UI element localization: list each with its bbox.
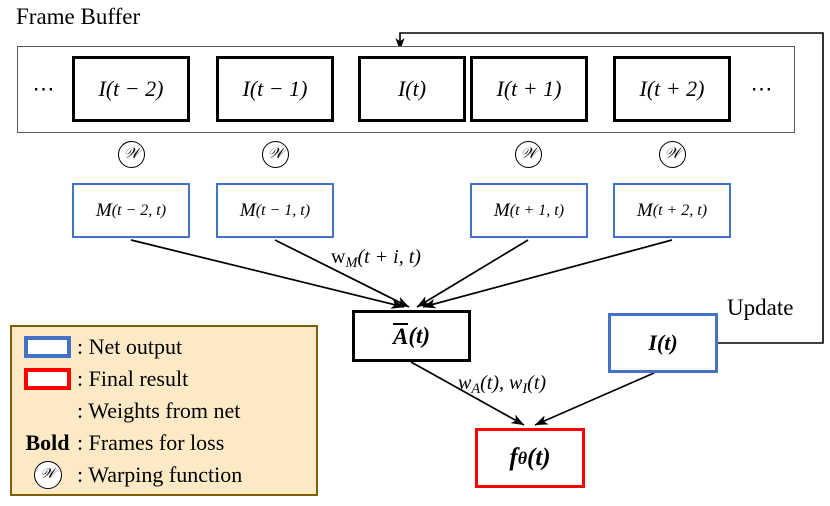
legend-key-final-result (19, 368, 76, 390)
frame-buffer-leading-ellipsis: ⋯ (32, 76, 56, 101)
legend-key-warping: 𝒲 (19, 461, 76, 489)
bold-label-swatch: Bold (25, 430, 70, 455)
blend-weight-label: wA(t), wI(t) (458, 372, 546, 398)
average-node-args: (t) (408, 323, 431, 348)
net-output-args-4: (t + 2, t) (652, 201, 708, 219)
frame-cell-t[interactable]: I(t) (358, 56, 466, 122)
net-output-box-t-minus-1[interactable]: M(t − 1, t) (216, 183, 334, 238)
frame-buffer-title: Frame Buffer (16, 4, 141, 29)
net-output-args-1: (t − 2, t) (111, 201, 167, 219)
legend-row-weights: : Weights from net (12, 395, 316, 427)
legend-row-final-result: : Final result (12, 363, 316, 395)
warping-function-icon-4: 𝒲 (659, 141, 686, 168)
legend-label-warping: : Warping function (77, 462, 243, 487)
frame-cell-t-minus-1[interactable]: I(t − 1) (216, 56, 334, 122)
warping-function-icon-legend: 𝒲 (33, 461, 62, 489)
blend-weight-tail-a: (t), (480, 372, 505, 394)
warping-function-icon-1: 𝒲 (118, 141, 145, 168)
blend-weight-head-i: w (509, 372, 523, 394)
blend-weight-head-a: w (458, 372, 472, 394)
net-output-var-4: M (636, 199, 653, 221)
blend-weight-tail-i: (t) (527, 372, 547, 394)
red-box-swatch-icon (24, 368, 71, 390)
frame-buffer-trailing-ellipsis: ⋯ (750, 76, 774, 101)
legend-label-bold-frames: : Frames for loss (77, 430, 225, 455)
frame-cell-t-plus-1[interactable]: I(t + 1) (470, 56, 588, 122)
warping-function-icon-3: 𝒲 (515, 141, 542, 168)
current-frame-node[interactable]: I(t) (608, 313, 718, 373)
blue-box-swatch-icon (24, 336, 71, 358)
net-output-box-t-minus-2[interactable]: M(t − 2, t) (72, 183, 190, 238)
net-output-args-3: (t + 1, t) (509, 201, 565, 219)
final-output-subscript: θ (517, 447, 528, 468)
legend-row-bold-frames: Bold : Frames for loss (12, 427, 316, 459)
average-node[interactable]: A(t) (352, 310, 471, 362)
net-output-var-3: M (493, 199, 510, 221)
blend-weight-sub-i: I (522, 381, 528, 398)
frame-cell-t-minus-2[interactable]: I(t − 2) (72, 56, 190, 122)
mask-weight-subscript: M (345, 255, 358, 272)
warping-function-icon-2: 𝒲 (262, 141, 289, 168)
legend-key-bold-frames: Bold (19, 430, 76, 456)
net-output-box-t-plus-1[interactable]: M(t + 1, t) (470, 183, 588, 238)
final-output-args: (t) (527, 444, 551, 471)
average-node-overlined-var: A (392, 322, 409, 349)
legend-label-net-output: : Net output (77, 334, 183, 359)
blend-weight-sub-a: A (471, 381, 481, 398)
net-output-box-t-plus-2[interactable]: M(t + 2, t) (613, 183, 731, 238)
net-output-args-2: (t − 1, t) (255, 201, 311, 219)
legend-row-net-output: : Net output (12, 331, 316, 363)
frame-cell-t-plus-2[interactable]: I(t + 2) (613, 56, 731, 122)
legend-panel: : Net output : Final result : Weights fr… (10, 325, 318, 496)
mask-weight-head: w (331, 246, 346, 268)
feedback-update-label: Update (727, 295, 794, 320)
legend-label-weights: : Weights from net (77, 398, 241, 423)
final-output-var: f (509, 444, 518, 471)
mask-weight-args: (t + i, t) (357, 246, 421, 268)
net-output-var-2: M (239, 199, 256, 221)
legend-row-warping: 𝒲 : Warping function (12, 459, 316, 491)
net-output-var-1: M (95, 199, 112, 221)
mask-weight-label: wM(t + i, t) (331, 246, 421, 272)
legend-label-final-result: : Final result (77, 366, 189, 391)
legend-key-net-output (19, 336, 76, 358)
